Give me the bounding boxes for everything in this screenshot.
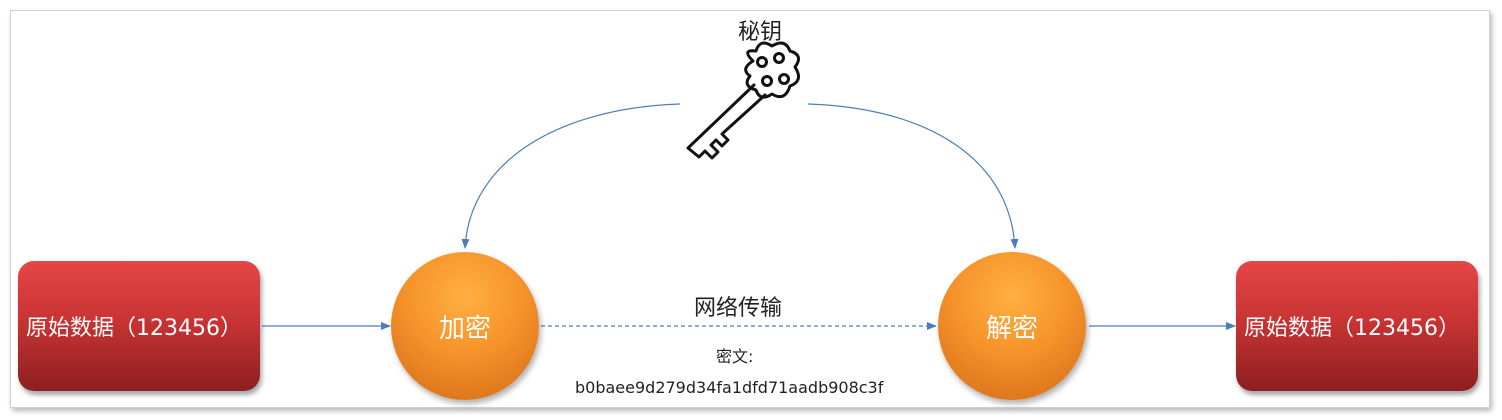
encrypt-node: 加密 [391, 252, 539, 400]
key-icon [686, 41, 801, 160]
key-to-decrypt-arc [807, 103, 1019, 249]
encrypt-label: 加密 [438, 313, 491, 344]
target-data-box: 原始数据（123456） [1236, 261, 1478, 391]
source-data-label: 原始数据（123456） [26, 316, 242, 341]
transport-label: 网络传输 [694, 296, 783, 321]
decrypt-label: 解密 [985, 313, 1038, 344]
ciphertext-value: b0baee9d279d34fa1dfd71aadb908c3f [575, 378, 884, 397]
key-to-encrypt-arc [461, 103, 681, 249]
key-label: 秘钥 [738, 20, 783, 45]
decrypt-node: 解密 [938, 252, 1086, 400]
target-data-label: 原始数据（123456） [1244, 316, 1460, 341]
source-data-box: 原始数据（123456） [18, 261, 260, 391]
ciphertext-label: 密文: [716, 347, 754, 366]
